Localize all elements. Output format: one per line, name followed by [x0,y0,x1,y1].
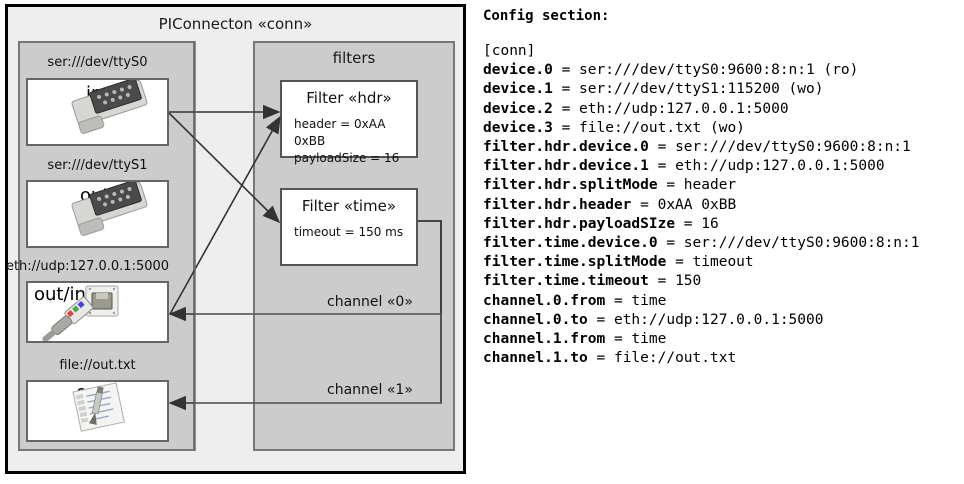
config-line: device.2 = eth://udp:127.0.0.1:5000 [483,100,789,117]
config-line: channel.1.to = file://out.txt [483,350,737,367]
filter-time-props: timeout = 150 ms [294,225,404,239]
config-line: device.3 = file://out.txt (wo) [483,119,745,136]
config-line: channel.0.to = eth://udp:127.0.0.1:5000 [483,311,824,328]
config-line: [conn] [483,43,536,59]
config-line: filter.hdr.device.0 = ser:///dev/ttyS0:9… [483,139,911,156]
ethernet-jack-icon [42,285,119,341]
filters-panel-title: filters [332,49,376,67]
config-line: filter.hdr.device.1 = eth://udp:127.0.0.… [483,158,885,175]
config-section: Config section: [conn] device.0 = ser:///… [478,0,964,484]
channel-1-label: channel «1» [327,382,413,398]
config-line: filter.hdr.payloadSIze = 16 [483,215,719,232]
config-text: [conn] device.0 = ser:///dev/ttyS0:9600:8… [483,42,920,368]
serial-port-icon [71,80,148,134]
channel-0-label: channel «0» [327,294,413,310]
config-line: channel.0.from = time [483,292,667,309]
config-line: filter.time.device.0 = ser:///dev/ttyS0:… [483,235,920,252]
device-box-ser0[interactable]: in [26,78,169,146]
filter-hdr-title: Filter «hdr» [306,89,392,107]
filter-time-box[interactable]: Filter «time» timeout = 150 ms [280,188,418,266]
device-box-eth[interactable]: out/in [26,281,169,343]
connection-diagram: PIConnecton «conn» ser:///dev/ttyS0 in s… [0,0,478,484]
config-line: filter.time.splitMode = timeout [483,254,754,271]
device-box-file[interactable]: out [26,380,169,442]
config-line: device.0 = ser:///dev/ttyS0:9600:8:n:1 (… [483,62,859,79]
filter-hdr-box[interactable]: Filter «hdr» header = 0xAA 0xBB payloadS… [280,80,418,165]
config-line: channel.1.from = time [483,331,667,348]
config-line: device.1 = ser:///dev/ttyS1:115200 (wo) [483,81,824,98]
device-box-ser1[interactable]: out [26,180,169,248]
config-line: filter.hdr.splitMode = header [483,177,737,194]
device-label-file: file://out.txt [59,358,136,373]
config-heading: Config section: [483,8,610,24]
device-label-eth: eth://udp:127.0.0.1:5000 [5,259,170,274]
diagram-title: PIConnecton «conn» [158,15,313,33]
device-label-ser1: ser:///dev/ttyS1 [47,158,148,173]
config-line: filter.hdr.header = 0xAA 0xBB [483,196,737,213]
config-line: filter.time.timeout = 150 [483,273,702,290]
text-file-icon [72,382,125,432]
device-direction-eth: out/in [34,284,86,305]
device-label-ser0: ser:///dev/ttyS0 [47,55,148,70]
filter-hdr-props: header = 0xAA 0xBB payloadSize = 16 [294,117,400,165]
filter-time-title: Filter «time» [301,197,397,215]
serial-port-icon [71,182,148,236]
